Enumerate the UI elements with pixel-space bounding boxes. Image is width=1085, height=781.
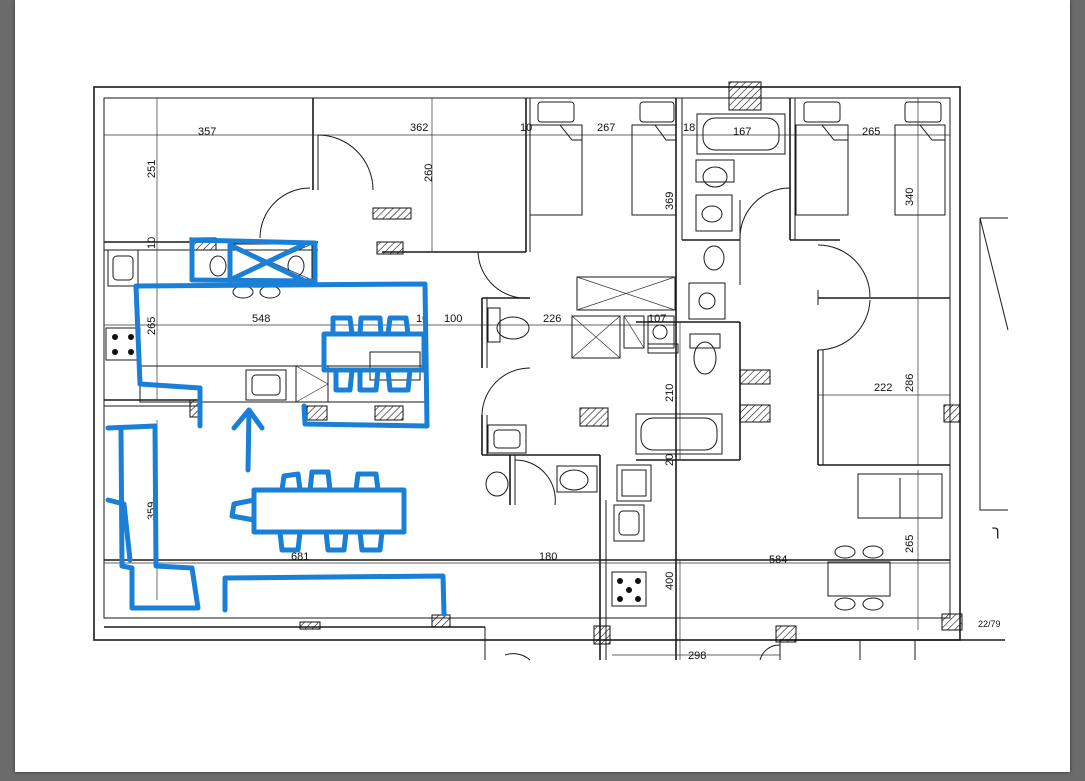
- dimension-labels: 357 362 10 267 18 167 265 251 260 369 34…: [146, 122, 1001, 662]
- dim-22-79: 22/79: [978, 619, 1001, 629]
- dim-340: 340: [904, 188, 916, 206]
- outer-walls: [93, 86, 961, 641]
- dim-180: 180: [539, 551, 557, 563]
- dim-298: 298: [688, 650, 706, 662]
- annotation-x-mark: [227, 242, 306, 284]
- dim-167: 167: [733, 126, 751, 138]
- dim-100: 100: [444, 313, 462, 325]
- hebrew-side-mark: ך: [992, 523, 999, 539]
- annotation-arrow: [231, 407, 265, 473]
- dim-210: 210: [664, 384, 676, 402]
- annotation-kitchen-outline: [133, 281, 430, 429]
- dim-265-left: 265: [146, 317, 158, 335]
- structural-columns: [189, 81, 963, 645]
- dim-222: 222: [874, 382, 892, 394]
- dim-18: 18: [683, 122, 695, 134]
- annotation-dining-table: [229, 487, 407, 535]
- dim-20: 20: [664, 454, 676, 466]
- dim-107: 107: [648, 313, 666, 325]
- dim-251: 251: [146, 160, 158, 178]
- dim-584: 584: [769, 554, 787, 566]
- dim-369: 369: [664, 192, 676, 210]
- annotation-top-counter: [189, 237, 318, 284]
- door-swings: [259, 134, 871, 661]
- dim-260: 260: [423, 164, 435, 182]
- dim-286: 286: [904, 374, 916, 392]
- fixtures: [105, 101, 1009, 611]
- annotation-sofa: [105, 423, 201, 611]
- dim-400: 400: [664, 572, 676, 590]
- dim-226: 226: [543, 313, 561, 325]
- dim-265-top: 265: [862, 126, 880, 138]
- annotation-stools-bottom: [333, 367, 413, 393]
- dim-267: 267: [597, 122, 615, 134]
- annotation-dining-chairs: [277, 469, 385, 553]
- blue-annotations: [105, 237, 447, 617]
- dim-548: 548: [252, 313, 270, 325]
- dim-357: 357: [198, 126, 216, 138]
- dim-265-right: 265: [904, 535, 916, 553]
- annotation-media-wall: [222, 573, 447, 617]
- dim-10-left: 10: [146, 237, 158, 249]
- dim-10-top: 10: [520, 122, 532, 134]
- annotation-stools-top: [330, 315, 411, 337]
- dim-362: 362: [410, 122, 428, 134]
- dimension-lines: [104, 98, 950, 660]
- dim-681: 681: [291, 551, 309, 563]
- annotation-island: [321, 331, 427, 373]
